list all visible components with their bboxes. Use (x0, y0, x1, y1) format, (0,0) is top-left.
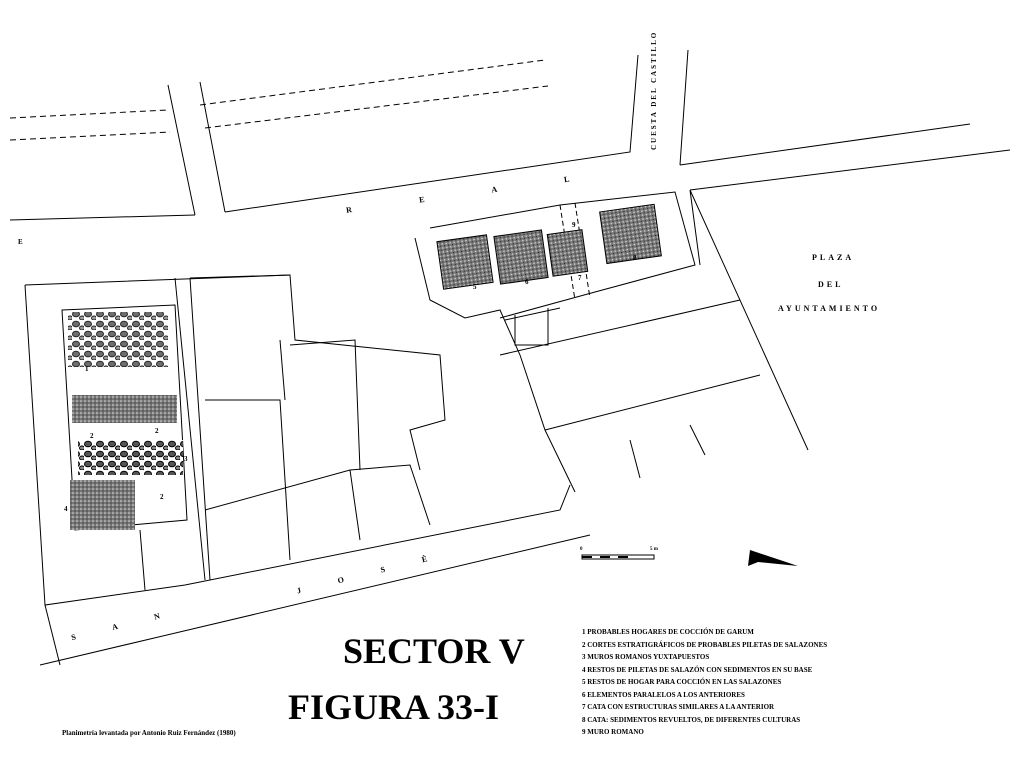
scale-end: 5 m (650, 547, 658, 552)
site-number: 6 (525, 278, 529, 286)
site-number: 7 (578, 274, 582, 282)
street-lines (9, 49, 1011, 666)
site-number: 5 (473, 283, 477, 291)
plaza-label-3: AYUNTAMIENTO (778, 304, 881, 313)
legend-item: 1 PROBABLES HOGARES DE COCCIÓN DE GARUM (582, 628, 754, 636)
site-number: 2 (155, 427, 159, 435)
excavation-cuts (68, 203, 662, 530)
site-number: 1 (85, 365, 89, 373)
street-e: E (18, 238, 23, 246)
credit: Planimetría levantada por Antonio Ruiz F… (62, 729, 236, 737)
sector-title: SECTOR V (343, 631, 525, 671)
legend-item: 4 RESTOS DE PILETAS DE SALAZÓN CON SEDIM… (582, 665, 813, 674)
legend-item: 7 CATA CON ESTRUCTURAS SIMILARES A LA AN… (582, 703, 775, 711)
plaza-label-1: PLAZA (812, 253, 855, 262)
legend-item: 3 MUROS ROMANOS YUXTAPUESTOS (582, 653, 710, 661)
legend-item: 6 ELEMENTOS PARALELOS A LOS ANTERIORES (582, 690, 745, 699)
site-number: 4 (64, 505, 68, 513)
north-arrow-icon (748, 550, 798, 566)
figure-title: FIGURA 33-I (288, 687, 500, 727)
site-number: 2 (90, 432, 94, 440)
legend-item: 8 CATA: SEDIMENTOS REVUELTOS, DE DIFEREN… (582, 715, 801, 724)
street-cuesta-del-castillo: CUESTA DEL CASTILLO (650, 30, 658, 150)
scale-bar (581, 554, 655, 560)
scale-start: 0 (580, 547, 583, 552)
legend-item: 5 RESTOS DE HOGAR PARA COCCIÓN EN LAS SA… (582, 678, 782, 686)
site-number: 2 (160, 493, 164, 501)
legend-item: 9 MURO ROMANO (582, 728, 644, 736)
site-number: 9 (572, 221, 576, 229)
site-number: 8 (633, 254, 637, 262)
legend: 1 PROBABLES HOGARES DE COCCIÓN DE GARUM … (582, 626, 827, 739)
plaza-label-2: DEL (818, 280, 844, 289)
legend-item: 2 CORTES ESTRATIGRÁFICOS DE PROBABLES PI… (582, 640, 828, 649)
site-number: 3 (184, 455, 188, 463)
